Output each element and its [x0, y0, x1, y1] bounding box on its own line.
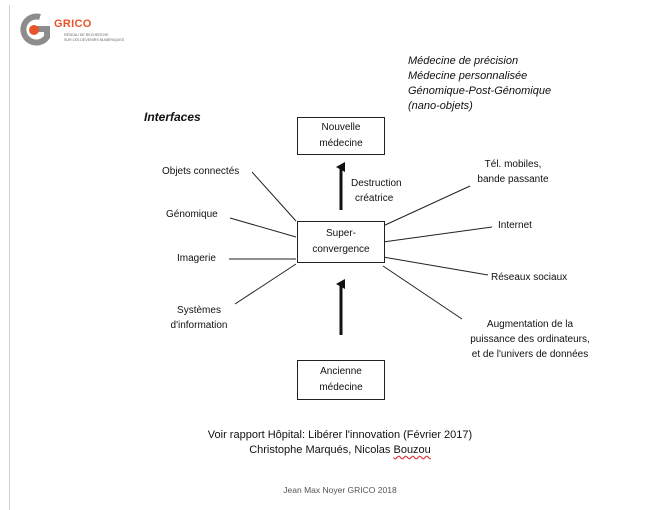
nouvelle-line2: médecine: [319, 138, 363, 149]
spoke-internet: [382, 226, 493, 243]
logo-subtitle-line2: SUR LES DEVENIRS NUMÉRIQUES: [64, 38, 125, 42]
spoke-genomique: [229, 217, 297, 238]
grico-logo: GRICO RÉSEAU DE RECHERCHE SUR LES DEVENI…: [14, 10, 124, 66]
footer-line2: Christophe Marqués, Nicolas Bouzou: [180, 443, 500, 458]
box-super-convergence: Super- convergence: [297, 221, 385, 263]
destruction-creatrice-label: Destruction créatrice: [351, 176, 402, 206]
box-nouvelle-medecine: Nouvelle médecine: [297, 117, 385, 155]
label-imagerie: Imagerie: [177, 253, 216, 264]
super-line1: Super-: [325, 228, 356, 239]
concept-nano: (nano-objets): [408, 100, 473, 112]
logo-brand-text: GRICO: [54, 18, 92, 30]
aug-line2: puissance des ordinateurs,: [470, 334, 590, 345]
footer-author-bouzou: Bouzou: [393, 444, 431, 456]
label-augmentation: Augmentation de la puissance des ordinat…: [455, 317, 605, 362]
label-systemes-information: Systèmes d'information: [159, 303, 239, 333]
tel-line1: Tél. mobiles,: [484, 159, 542, 170]
nouvelle-line1: Nouvelle: [321, 122, 361, 133]
footer-line1: Voir rapport Hôpital: Libérer l'innovati…: [207, 429, 473, 441]
spoke-objets-connectes: [251, 171, 297, 222]
destruction-line1: Destruction: [351, 178, 402, 189]
tel-line2: bande passante: [477, 174, 549, 185]
credit-line: Jean Max Noyer GRICO 2018: [283, 485, 397, 495]
systemes-line1: Systèmes: [177, 305, 221, 316]
interfaces-title: Interfaces: [144, 110, 201, 124]
concept-personnalisee: Médecine personnalisée: [408, 70, 528, 82]
spoke-tel-mobiles: [382, 185, 471, 227]
spoke-augmentation: [382, 265, 463, 320]
label-genomique: Génomique: [166, 209, 218, 220]
label-objets-connectes: Objets connectés: [162, 166, 240, 177]
label-tel-mobiles: Tél. mobiles, bande passante: [463, 157, 563, 187]
aug-line1: Augmentation de la: [486, 319, 574, 330]
ancienne-line2: médecine: [319, 382, 363, 393]
logo-subtitle-line1: RÉSEAU DE RECHERCHE: [64, 33, 109, 37]
label-reseaux-sociaux: Réseaux sociaux: [491, 272, 568, 283]
aug-line3: et de l'univers de données: [471, 349, 589, 360]
footer-reference: Voir rapport Hôpital: Libérer l'innovati…: [180, 428, 500, 458]
grico-logo-mark: [20, 13, 50, 46]
concept-genomique: Génomique-Post-Génomique: [408, 85, 552, 97]
footer-authors: Christophe Marqués, Nicolas: [249, 444, 394, 456]
ancienne-line1: Ancienne: [320, 366, 362, 377]
concepts-block: Médecine de précision Médecine personnal…: [408, 54, 551, 114]
destruction-line2: créatrice: [355, 193, 394, 204]
systemes-line2: d'information: [170, 320, 228, 331]
box-ancienne-medecine: Ancienne médecine: [297, 360, 385, 400]
label-internet: Internet: [498, 220, 532, 231]
spoke-systemes: [234, 263, 297, 305]
left-margin-rule: [9, 5, 10, 510]
spoke-reseaux: [382, 256, 489, 276]
concept-precision: Médecine de précision: [408, 55, 519, 67]
super-line2: convergence: [312, 244, 370, 255]
